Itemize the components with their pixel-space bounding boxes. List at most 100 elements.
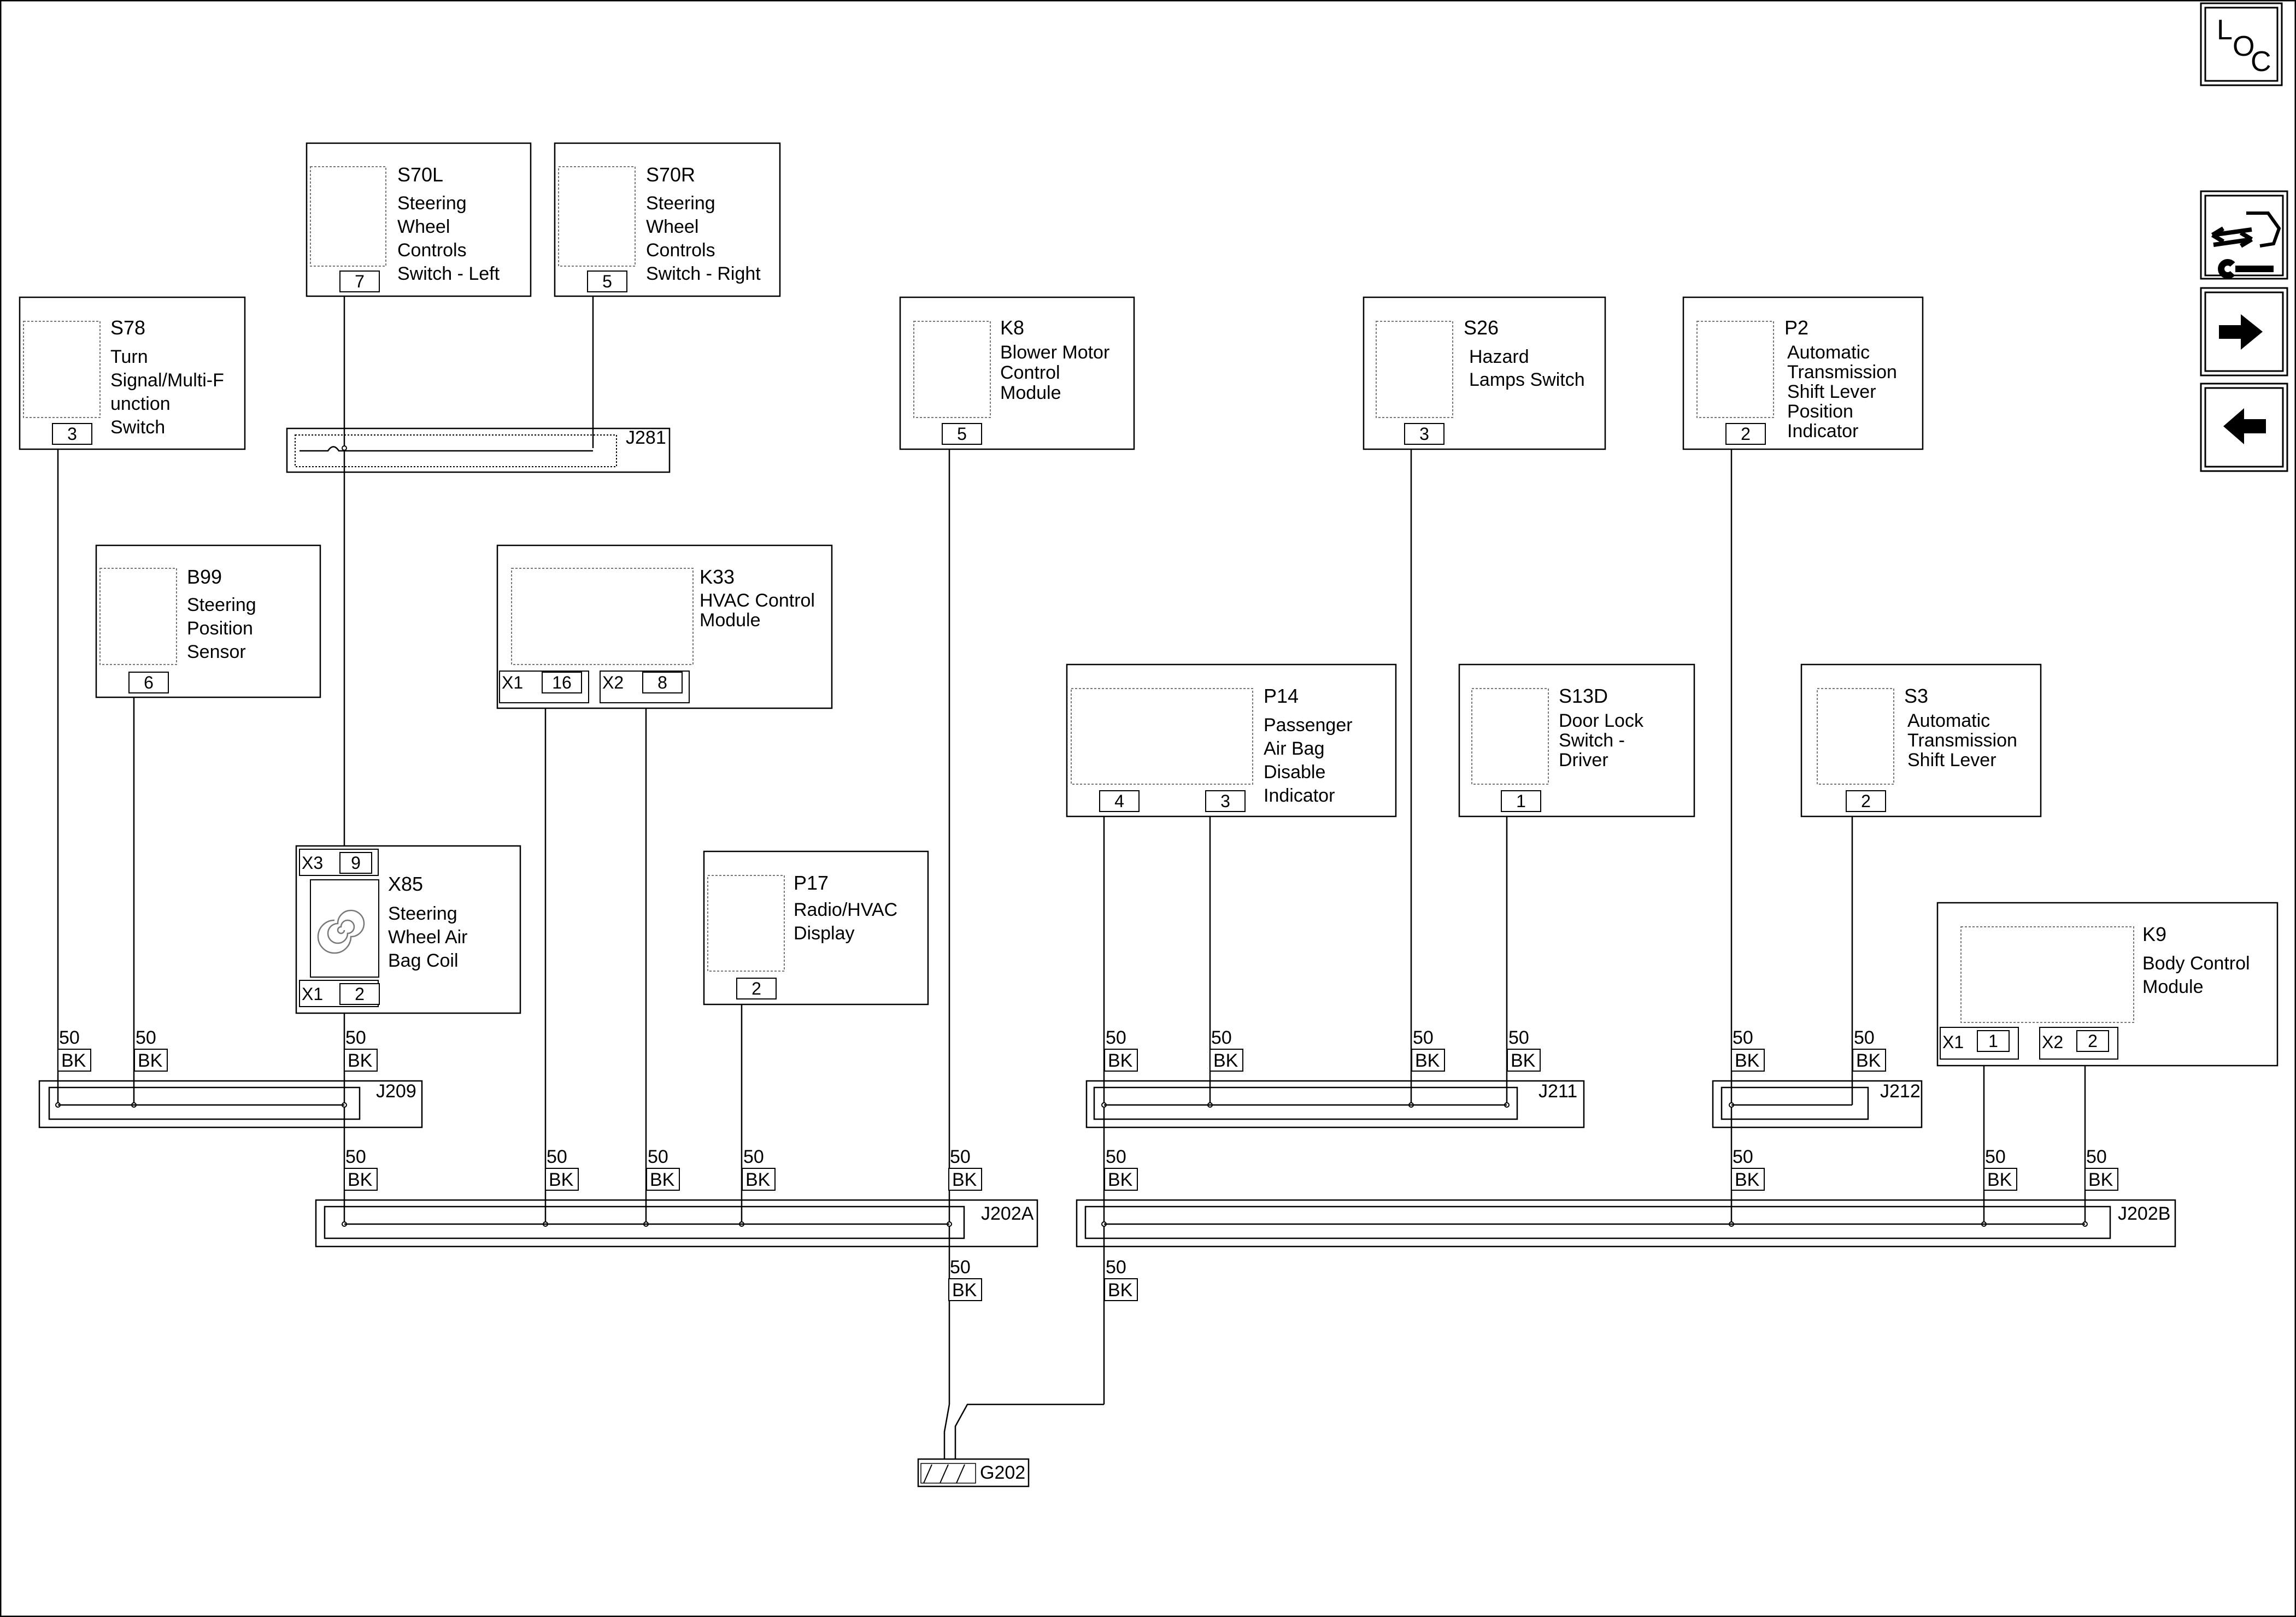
wire-color-label: BK — [952, 1169, 977, 1190]
svg-text:Switch: Switch — [110, 417, 165, 438]
wire-gauge-label: 50 — [1508, 1027, 1529, 1048]
svg-text:S26: S26 — [1464, 316, 1499, 339]
component-s78: S78 Turn Signal/Multi-F unction Switch 3 — [19, 296, 246, 450]
wire-color-box — [1104, 1049, 1138, 1072]
junction-j211: J211 — [1085, 1080, 1585, 1128]
wire-color-box — [1852, 1049, 1886, 1072]
wire-color-box — [1104, 1278, 1138, 1301]
svg-text:7: 7 — [355, 272, 365, 291]
svg-text:Bag Coil: Bag Coil — [388, 950, 459, 971]
svg-text:Shift Lever: Shift Lever — [1787, 381, 1876, 402]
component-k9: K9 Body Control Module X1 1 X2 2 — [1936, 902, 2279, 1067]
wire-gauge-label: 50 — [648, 1146, 668, 1167]
svg-text:Steering: Steering — [187, 595, 256, 615]
svg-text:1: 1 — [1988, 1031, 1998, 1051]
svg-text:S3: S3 — [1904, 685, 1928, 707]
previous-page-button[interactable] — [2200, 383, 2288, 472]
svg-text:8: 8 — [657, 673, 667, 692]
svg-text:G202: G202 — [980, 1462, 1025, 1483]
svg-text:Position: Position — [187, 618, 253, 639]
svg-text:Transmission: Transmission — [1907, 730, 2017, 751]
svg-text:Switch - Left: Switch - Left — [397, 263, 500, 284]
wire-color-label: BK — [549, 1169, 574, 1190]
component-s3: S3 Automatic Transmission Shift Lever 2 — [1800, 663, 2042, 818]
wire-gauge-label: 50 — [1985, 1146, 2006, 1167]
svg-text:P17: P17 — [794, 872, 829, 894]
svg-text:Air Bag: Air Bag — [1264, 738, 1325, 759]
wire-color-label: BK — [650, 1169, 675, 1190]
svg-text:6: 6 — [144, 673, 154, 692]
svg-text:Position: Position — [1787, 401, 1853, 422]
wire-gauge-label: 50 — [1106, 1027, 1126, 1048]
svg-text:Display: Display — [794, 923, 854, 944]
svg-text:Module: Module — [2142, 977, 2204, 997]
svg-text:Switch - Right: Switch - Right — [646, 263, 761, 284]
wire-color-box — [646, 1168, 680, 1191]
svg-text:2: 2 — [1741, 424, 1751, 444]
junction-j209: J209 — [38, 1080, 423, 1128]
wire-color-box — [1731, 1168, 1765, 1191]
svg-text:Lamps Switch: Lamps Switch — [1469, 369, 1585, 390]
svg-text:Turn: Turn — [110, 346, 148, 367]
component-b99: B99 Steering Position Sensor 6 — [95, 544, 321, 698]
svg-text:Module: Module — [1000, 383, 1061, 403]
svg-text:J211: J211 — [1539, 1081, 1577, 1102]
svg-text:2: 2 — [2088, 1031, 2098, 1051]
wire-color-box — [1411, 1049, 1445, 1072]
svg-text:Sensor: Sensor — [187, 642, 246, 662]
wire-color-label: BK — [745, 1169, 771, 1190]
svg-text:Disable: Disable — [1264, 762, 1325, 783]
svg-text:Blower Motor: Blower Motor — [1000, 342, 1109, 363]
svg-text:3: 3 — [1419, 424, 1429, 444]
svg-text:HVAC Control: HVAC Control — [700, 590, 815, 611]
wire-gauge-label: 50 — [1854, 1027, 1875, 1048]
svg-text:Switch -: Switch - — [1559, 730, 1625, 751]
svg-text:Wheel: Wheel — [397, 216, 450, 237]
svg-text:Radio/HVAC: Radio/HVAC — [794, 899, 897, 920]
ground-g202: G202 — [917, 1458, 1030, 1487]
junction-j202a: J202A — [315, 1199, 1038, 1248]
svg-text:X2: X2 — [602, 673, 624, 692]
svg-text:Indicator: Indicator — [1264, 785, 1335, 806]
component-locator-button[interactable] — [2200, 190, 2288, 280]
wire-color-label: BK — [1735, 1169, 1760, 1190]
wire-color-label: BK — [138, 1050, 163, 1071]
svg-text:Shift Lever: Shift Lever — [1907, 750, 1996, 771]
component-s26: S26 Hazard Lamps Switch 3 — [1363, 296, 1606, 450]
wire-color-box — [545, 1168, 579, 1191]
svg-text:Steering: Steering — [388, 903, 457, 924]
svg-text:Controls: Controls — [397, 240, 467, 261]
connector-wrench-icon — [2211, 211, 2281, 279]
svg-text:C: C — [2251, 46, 2271, 78]
wire-color-label: BK — [952, 1280, 977, 1301]
wire-color-label: BK — [61, 1050, 86, 1071]
svg-text:X85: X85 — [388, 873, 423, 895]
svg-text:P14: P14 — [1264, 685, 1299, 707]
loc-button[interactable]: L O C — [2200, 2, 2283, 86]
wire-color-box — [57, 1049, 91, 1072]
svg-text:Automatic: Automatic — [1907, 710, 1990, 731]
wire-color-label: BK — [1856, 1050, 1881, 1071]
arrow-right-icon — [2219, 314, 2263, 350]
svg-text:Indicator: Indicator — [1787, 421, 1858, 442]
wire-gauge-label: 50 — [547, 1146, 567, 1167]
wire-color-label: BK — [1735, 1050, 1760, 1071]
svg-text:Controls: Controls — [646, 240, 715, 261]
component-s70l: S70L Steering Wheel Controls Switch - Le… — [306, 142, 532, 297]
wire-color-box — [344, 1168, 378, 1191]
svg-text:X3: X3 — [302, 853, 323, 873]
svg-text:Door Lock: Door Lock — [1559, 710, 1644, 731]
svg-text:Automatic: Automatic — [1787, 342, 1870, 363]
svg-text:K9: K9 — [2142, 923, 2166, 945]
next-page-button[interactable] — [2200, 287, 2288, 377]
svg-text:Control: Control — [1000, 362, 1060, 383]
wire-gauge-label: 50 — [1106, 1146, 1126, 1167]
component-k8: K8 Blower Motor Control Module 5 — [899, 296, 1135, 450]
svg-text:unction: unction — [110, 393, 171, 414]
wire-color-label: BK — [2088, 1169, 2113, 1190]
junction-j212: J212 — [1712, 1080, 1923, 1128]
svg-text:1: 1 — [1516, 791, 1526, 811]
wire-gauge-label: 50 — [136, 1027, 156, 1048]
wire-color-box — [344, 1049, 378, 1072]
svg-text:2: 2 — [355, 984, 365, 1004]
